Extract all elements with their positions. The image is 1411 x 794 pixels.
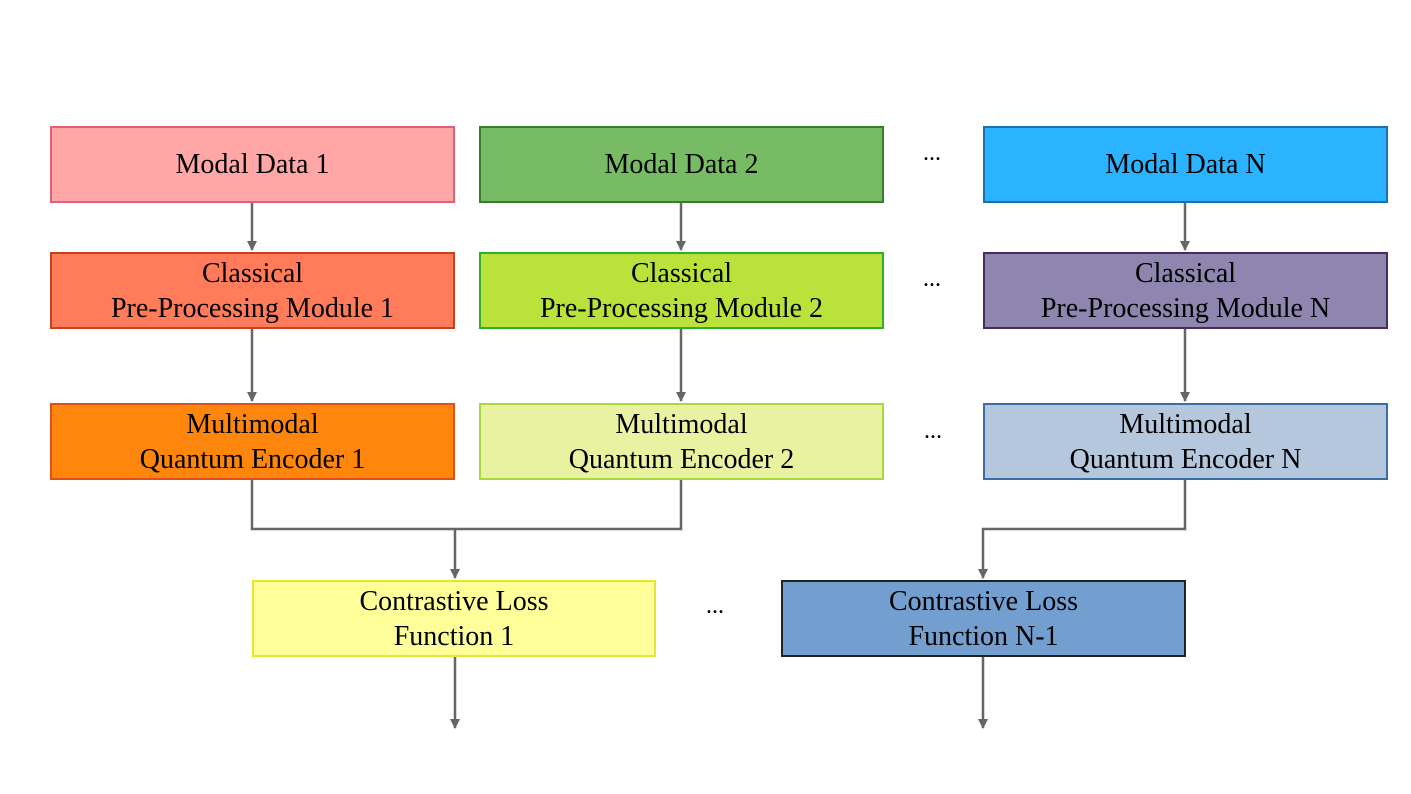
preprocessing-1-line2: Pre-Processing Module 1: [110, 292, 395, 324]
quantum-encoder-1-box: Multimodal Quantum Encoder 1: [50, 403, 455, 480]
ellipsis-row-3: ...: [924, 418, 942, 444]
loss-n-1-line2: Function N-1: [908, 620, 1059, 652]
modal-data-1-box: Modal Data 1: [50, 126, 455, 203]
ellipsis-row-4: ...: [706, 593, 724, 619]
preprocessing-1-line1: Classical: [201, 257, 304, 289]
ellipsis-row-1: ...: [923, 140, 941, 166]
loss-1-line1: Contrastive Loss: [359, 585, 549, 617]
encoder-2-line1: Multimodal: [615, 408, 748, 440]
preprocessing-module-1-box: Classical Pre-Processing Module 1: [50, 252, 455, 329]
modal-data-2-label: Modal Data 2: [604, 149, 759, 180]
loss-1-line2: Function 1: [393, 620, 515, 652]
loss-n-1-line1: Contrastive Loss: [889, 585, 1078, 617]
contrastive-loss-1-box: Contrastive Loss Function 1: [252, 580, 656, 657]
modal-data-n-label: Modal Data N: [1105, 149, 1266, 180]
encoder-n-line2: Quantum Encoder N: [1069, 443, 1302, 475]
preprocessing-n-line1: Classical: [1134, 257, 1237, 289]
modal-data-1-label: Modal Data 1: [175, 149, 330, 180]
contrastive-loss-n-1-box: Contrastive Loss Function N-1: [781, 580, 1186, 657]
preprocessing-n-line2: Pre-Processing Module N: [1040, 292, 1331, 324]
ellipsis-row-2: ...: [923, 266, 941, 292]
modal-data-n-box: Modal Data N: [983, 126, 1388, 203]
modal-data-2-box: Modal Data 2: [479, 126, 884, 203]
connector-qeN-clN: [978, 480, 1187, 579]
preprocessing-2-line1: Classical: [630, 257, 733, 289]
encoder-1-line1: Multimodal: [186, 408, 319, 440]
encoder-2-line2: Quantum Encoder 2: [568, 443, 795, 475]
preprocessing-module-2-box: Classical Pre-Processing Module 2: [479, 252, 884, 329]
quantum-encoder-2-box: Multimodal Quantum Encoder 2: [479, 403, 884, 480]
encoder-n-line1: Multimodal: [1119, 408, 1252, 440]
encoder-1-line2: Quantum Encoder 1: [139, 443, 366, 475]
merge-qe1-qe2: [250, 480, 683, 531]
quantum-encoder-n-box: Multimodal Quantum Encoder N: [983, 403, 1388, 480]
preprocessing-module-n-box: Classical Pre-Processing Module N: [983, 252, 1388, 329]
preprocessing-2-line2: Pre-Processing Module 2: [539, 292, 824, 324]
